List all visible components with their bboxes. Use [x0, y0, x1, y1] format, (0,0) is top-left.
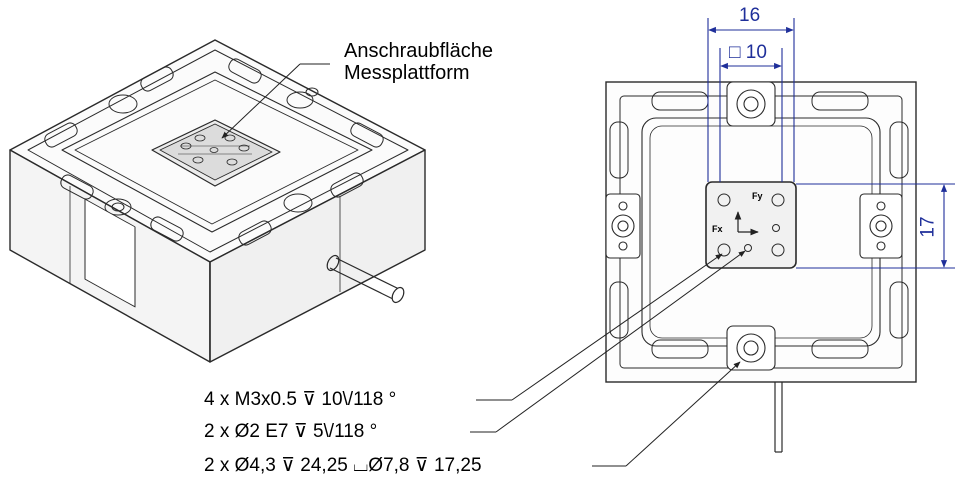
- iso-top-rim: [27, 49, 409, 253]
- callout-leaders: [470, 250, 746, 467]
- top-view-bosses: [605, 81, 903, 371]
- top-view: [605, 81, 917, 453]
- fx-axis-label: Fx: [712, 224, 723, 234]
- top-view-cable: [774, 382, 783, 453]
- iso-side-label: [84, 198, 136, 308]
- callout-thread: 4 x M3x0.5 ⊽ 10\/118 °: [204, 389, 397, 410]
- callout-bore: 2 x Ø4,3 ⊽ 24,25 ⌴Ø7,8 ⊽ 17,25: [204, 455, 482, 476]
- dimension-lines: [707, 18, 955, 269]
- iso-cable: [326, 254, 405, 304]
- dim-width-outer: 16: [739, 5, 761, 26]
- fy-axis-label: Fy: [752, 191, 763, 201]
- dim-height: 17: [917, 216, 939, 238]
- surface-label-line2: Messplattform: [344, 62, 470, 84]
- surface-label-line1: Anschraubfläche: [344, 40, 493, 62]
- iso-platform-holes: [178, 134, 252, 166]
- top-view-platform-holes: [717, 193, 785, 257]
- iso-platform-outer: [61, 71, 373, 233]
- callout-pin: 2 x Ø2 E7 ⊽ 5\/118 °: [204, 421, 378, 442]
- dim-width-inner: □ 10: [729, 42, 767, 63]
- top-view-slots: [609, 91, 909, 359]
- iso-frame-slots: [44, 58, 384, 246]
- surface-leader-arrow: [221, 63, 301, 139]
- iso-platform-inner: [74, 79, 359, 225]
- isometric-view: [9, 39, 426, 363]
